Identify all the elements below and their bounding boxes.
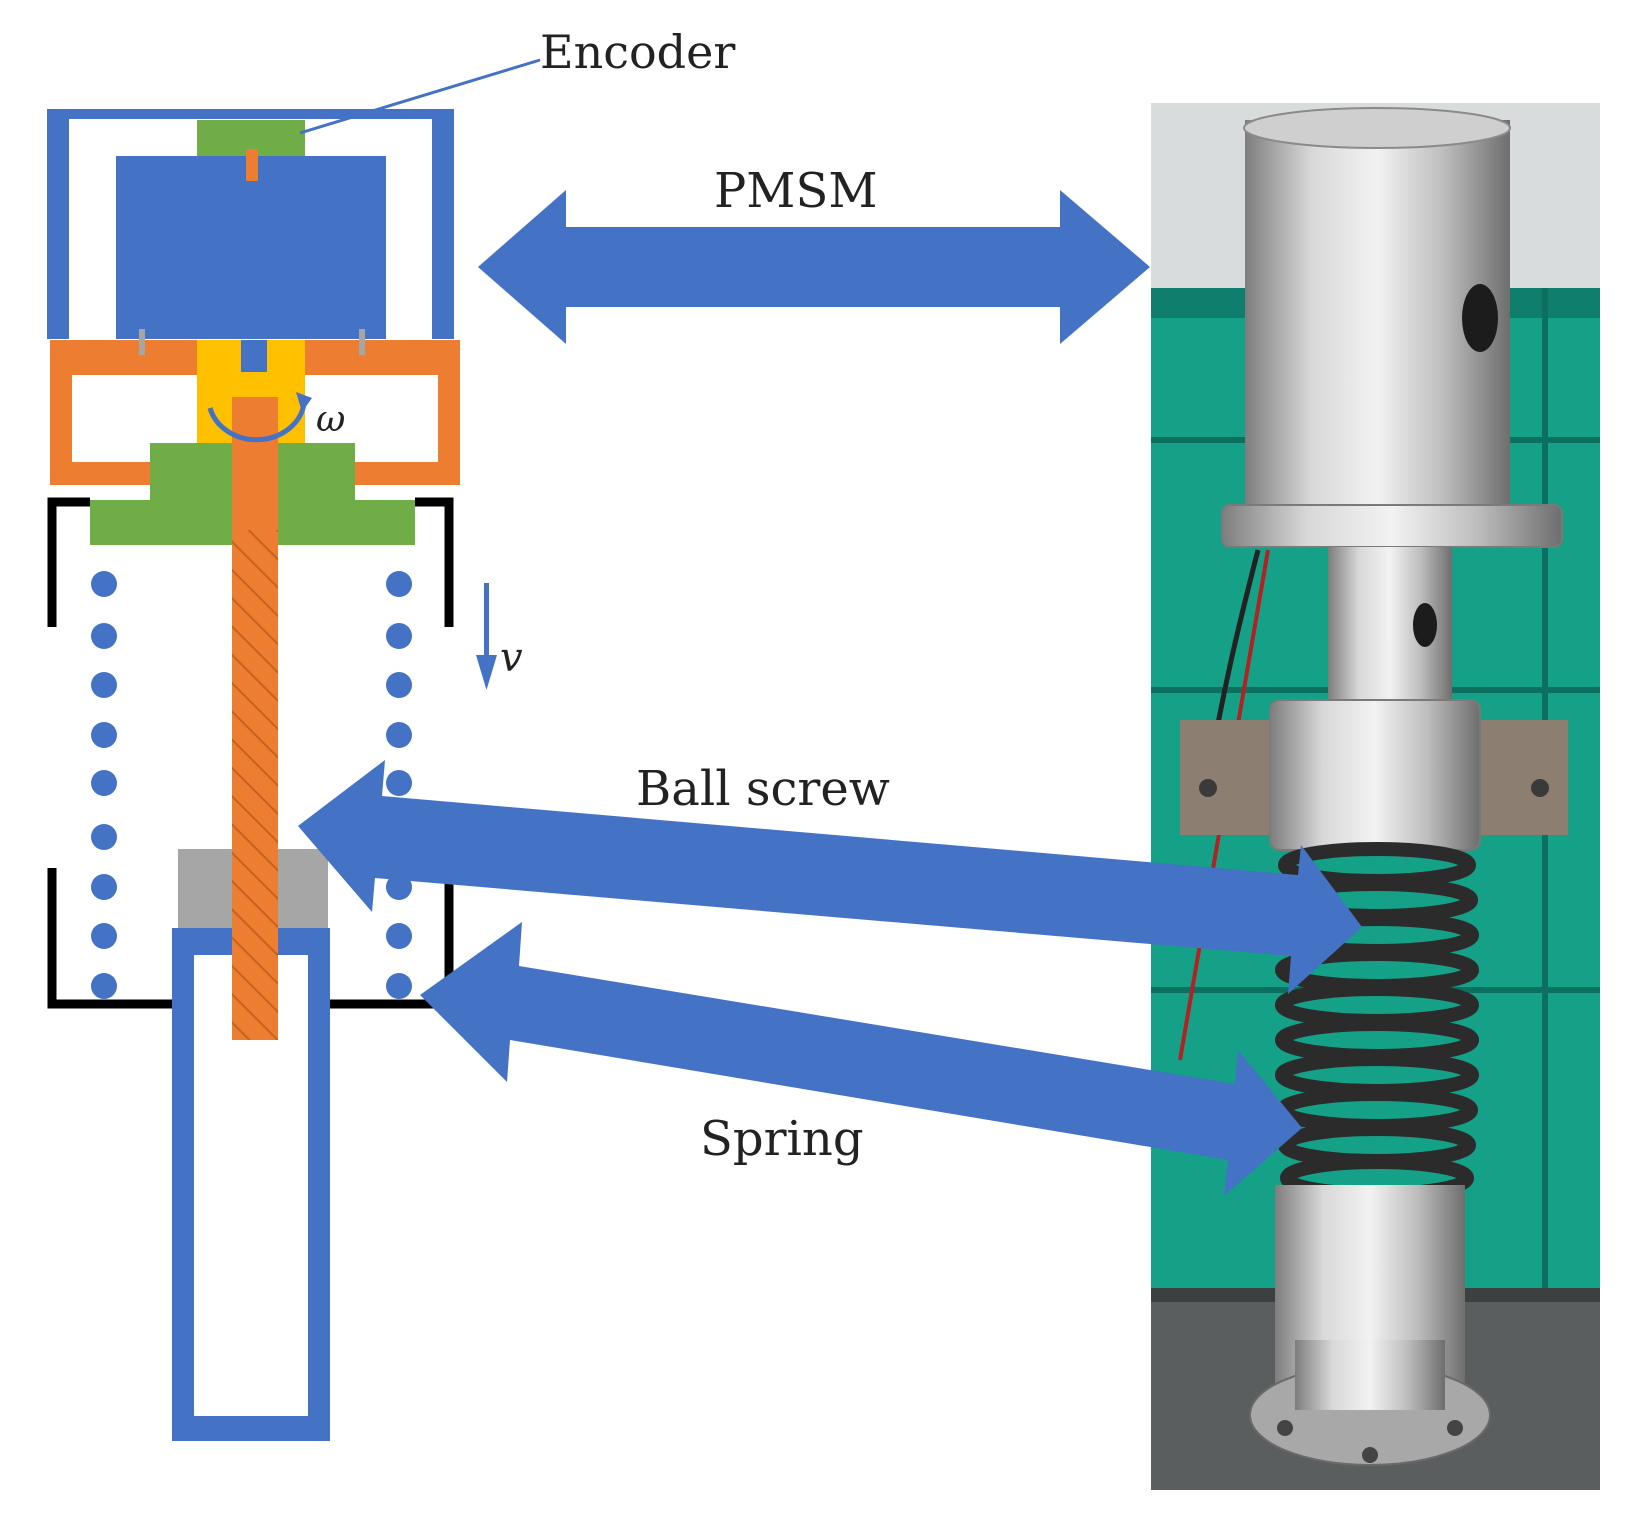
ball-screw-arrow: [298, 760, 1362, 994]
motor-housing: [47, 109, 454, 339]
label-encoder: Encoder: [540, 25, 735, 79]
pmsm-arrow: [478, 190, 1150, 344]
rotation-arrow: [207, 403, 307, 443]
label-omega: ω: [316, 399, 345, 440]
motor-shaft-tip: [246, 149, 258, 181]
bolt-right: [359, 329, 365, 355]
motor-body: [116, 156, 386, 339]
label-pmsm: PMSM: [714, 163, 877, 219]
bolt-left: [139, 329, 145, 355]
velocity-arrow: [476, 583, 497, 690]
schematic: [47, 58, 541, 1441]
ball-screw-shaft: [232, 397, 278, 1040]
label-spring: Spring: [700, 1111, 864, 1167]
encoder-leader-line: [299, 58, 541, 135]
label-v: v: [500, 635, 523, 681]
upper-flange: [1221, 504, 1563, 548]
test-rig-photo: [1151, 103, 1600, 1490]
label-ball-screw: Ball screw: [636, 761, 890, 817]
spring-arrow: [420, 922, 1302, 1196]
rotation-arrowhead: [296, 392, 312, 412]
